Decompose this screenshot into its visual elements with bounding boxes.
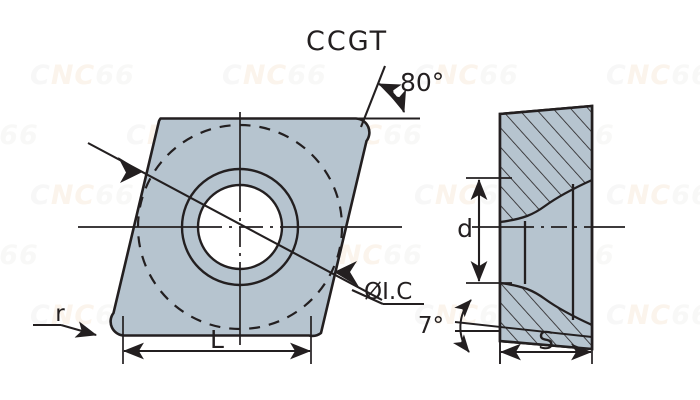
corner-radius-label: r — [55, 301, 65, 327]
labels-group: CCGT 80° ØI.C r L d S 7° — [55, 26, 554, 355]
angle-arc-arrow — [377, 82, 407, 114]
inscribed-circle-arrow-upper — [118, 157, 143, 183]
angle-edge-extension — [360, 65, 386, 128]
clearance-flank-extension — [454, 321, 593, 338]
hole-diameter-label: d — [457, 214, 473, 243]
length-label: L — [210, 325, 224, 354]
clearance-arc-arrow — [452, 299, 472, 353]
hole-diameter-dimension-group — [466, 177, 512, 284]
corner-radius-leader — [60, 321, 98, 338]
bore-profile-bottom — [499, 281, 593, 327]
front-view-group — [78, 112, 424, 345]
thickness-label: S — [538, 326, 554, 355]
clearance-angle-label: 7° — [418, 313, 444, 339]
inscribed-circle-label: ØI.C — [364, 279, 412, 305]
thickness-dimension-group — [499, 320, 593, 364]
angle-80-annotation-group — [349, 65, 420, 128]
inscribed-circle-leader — [351, 289, 384, 305]
side-view-group — [472, 104, 625, 351]
drawing-title: CCGT — [306, 26, 388, 57]
inscribed-circle-arrow-lower — [334, 261, 359, 287]
corner-radius-annotation-group — [33, 321, 98, 338]
length-dimension-group — [122, 316, 312, 364]
angle-80-label: 80° — [400, 68, 444, 97]
bore-profile-top — [499, 178, 593, 224]
side-view-hatch-top — [500, 106, 592, 222]
side-view-hatch-bottom — [500, 283, 592, 349]
